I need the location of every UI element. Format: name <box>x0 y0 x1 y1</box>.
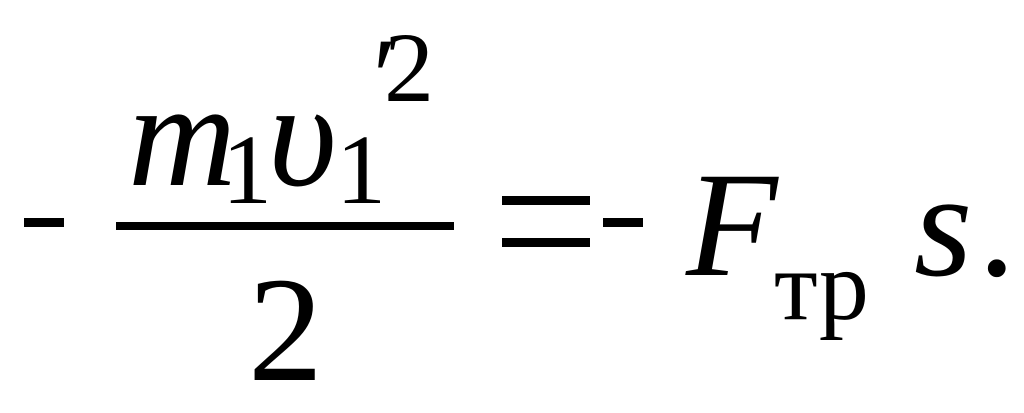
force-symbol: F <box>686 142 778 308</box>
velocity-prime: ′ <box>366 16 391 138</box>
denominator: 2 <box>248 247 323 413</box>
fraction-bar <box>116 222 454 230</box>
distance-symbol: s <box>914 142 973 308</box>
mass-symbol: m <box>128 52 237 218</box>
minus-sign-right <box>603 218 643 227</box>
equals-line-bottom <box>502 238 590 247</box>
force-subscript: тр <box>774 230 869 341</box>
equation: m 1 υ 1 ′ 2 2 F тр s . <box>24 12 1016 405</box>
minus-sign-left <box>24 218 64 227</box>
mass-subscript: 1 <box>222 114 272 225</box>
equals-line-top <box>502 196 590 205</box>
terminator-dot: . <box>978 142 1016 308</box>
velocity-exponent: 2 <box>384 12 434 123</box>
velocity-subscript: 1 <box>336 114 386 225</box>
velocity-symbol: υ <box>268 52 337 218</box>
